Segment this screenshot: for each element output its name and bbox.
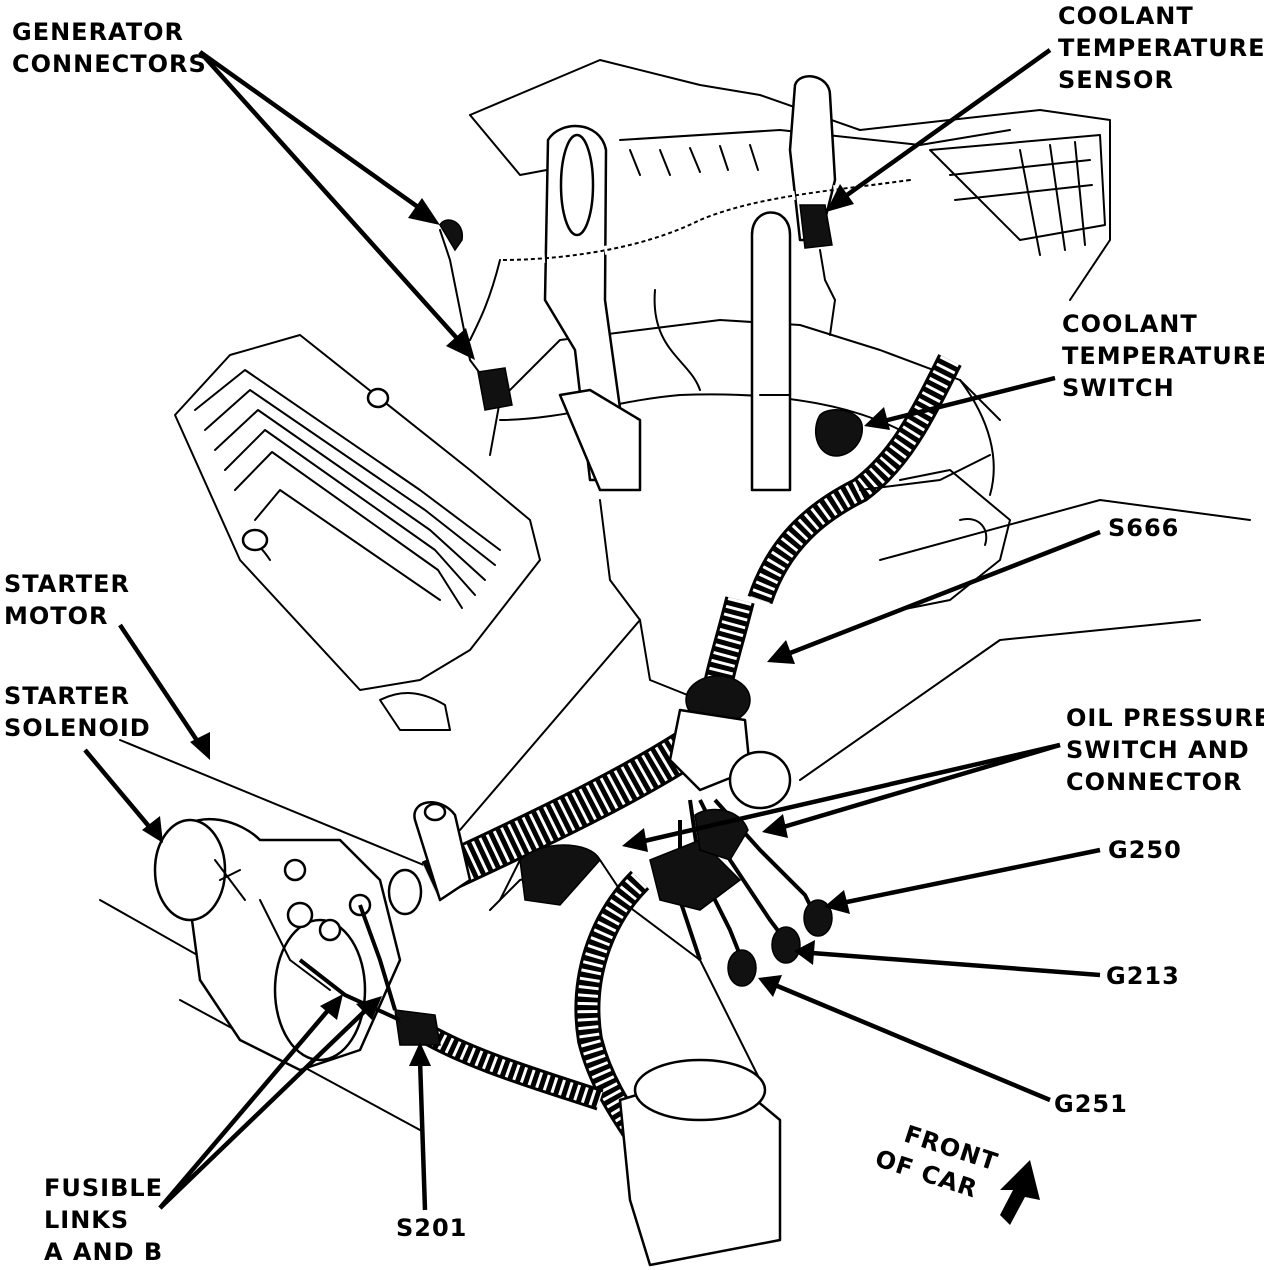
upper-harness xyxy=(439,175,911,411)
label-line: SENSOR xyxy=(1058,66,1174,94)
label-coolant-temperature-sensor: COOLANT TEMPERATURE SENSOR xyxy=(1058,0,1264,96)
label-line: STARTER xyxy=(4,682,131,710)
label-line: SOLENOID xyxy=(4,714,151,742)
label-generator-connectors: GENERATOR CONNECTORS xyxy=(12,16,207,80)
starter-assembly xyxy=(153,817,402,1072)
label-fusible-links: FUSIBLE LINKS A AND B xyxy=(44,1172,163,1268)
label-starter-solenoid: STARTER SOLENOID xyxy=(4,680,151,744)
label-line: S201 xyxy=(396,1214,468,1242)
label-line: GENERATOR xyxy=(12,18,185,46)
main-harness xyxy=(387,596,792,916)
label-line: SWITCH AND xyxy=(1066,736,1250,764)
label-starter-motor: STARTER MOTOR xyxy=(4,568,130,632)
label-line: OIL PRESSURE xyxy=(1066,704,1264,732)
label-line: A AND B xyxy=(44,1238,164,1266)
exhaust-pipe xyxy=(618,1058,782,1267)
right-harness xyxy=(747,354,995,605)
label-line: CONNECTOR xyxy=(1066,768,1243,796)
label-line: FUSIBLE xyxy=(44,1174,164,1202)
label-oil-pressure-switch: OIL PRESSURE SWITCH AND CONNECTOR xyxy=(1066,702,1264,798)
label-line: CONNECTORS xyxy=(12,50,207,78)
lower-harness xyxy=(394,844,651,1148)
label-line: STARTER xyxy=(4,570,131,598)
label-line: COOLANT xyxy=(1058,2,1194,30)
ground-wires xyxy=(649,798,833,987)
label-line: SWITCH xyxy=(1062,374,1175,402)
label-g251: G251 xyxy=(1054,1088,1128,1120)
label-s201: S201 xyxy=(396,1212,467,1244)
leader-lines xyxy=(83,48,1101,1211)
label-line: G251 xyxy=(1054,1090,1128,1118)
label-g250: G250 xyxy=(1108,834,1182,866)
engine-block-outline xyxy=(99,59,1251,1131)
label-line: COOLANT xyxy=(1062,310,1198,338)
label-line: TEMPERATURE xyxy=(1062,342,1264,370)
label-line: G250 xyxy=(1108,836,1182,864)
label-s666: S666 xyxy=(1108,512,1179,544)
label-line: TEMPERATURE xyxy=(1058,34,1264,62)
label-line: LINKS xyxy=(44,1206,130,1234)
label-line: S666 xyxy=(1108,514,1180,542)
label-line: MOTOR xyxy=(4,602,109,630)
lift-bracket xyxy=(543,124,642,492)
coolant-tube xyxy=(750,75,837,492)
label-line: G213 xyxy=(1106,962,1180,990)
front-direction-arrow-icon xyxy=(1000,1160,1040,1225)
label-coolant-temperature-switch: COOLANT TEMPERATURE SWITCH xyxy=(1062,308,1264,404)
label-g213: G213 xyxy=(1106,960,1180,992)
